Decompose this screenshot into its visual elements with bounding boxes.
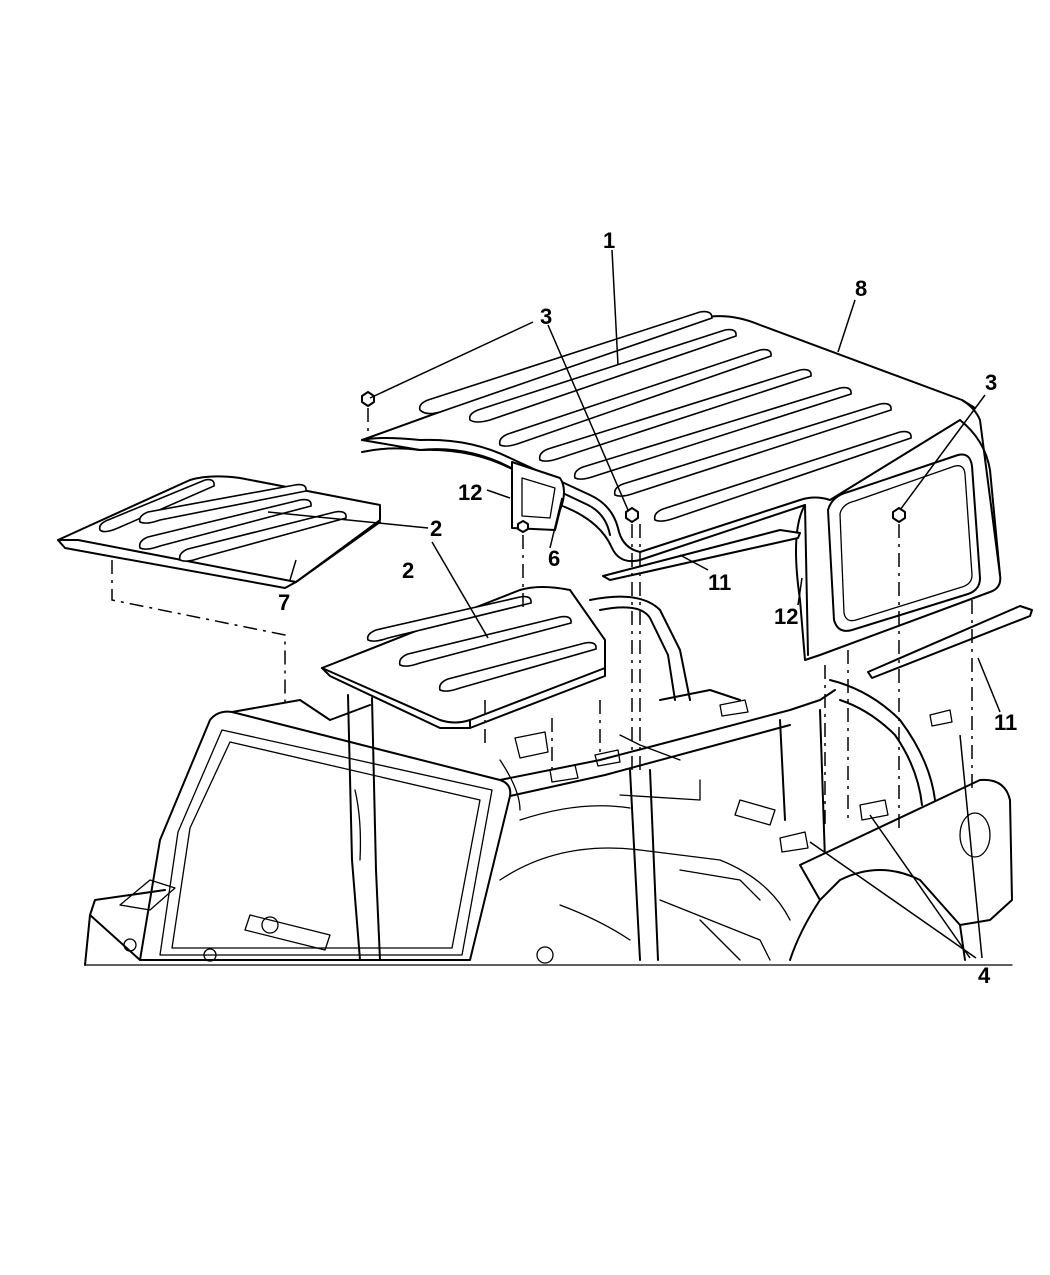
roof-panel-loose (57, 475, 381, 589)
callout-2-lower: 2 (402, 558, 414, 583)
callout-4: 4 (978, 963, 991, 988)
bolts (361, 391, 906, 533)
callout-11-upper: 11 (708, 570, 731, 595)
alignment-lines (111, 408, 973, 830)
callout-7: 7 (278, 590, 290, 615)
callout-12-left: 12 (458, 480, 482, 505)
callout-1: 1 (603, 228, 615, 253)
hardtop-assembly (361, 310, 1002, 661)
roof-panel-installed (321, 586, 606, 729)
callout-11-lower: 11 (994, 710, 1017, 735)
callout-3-left: 3 (540, 304, 552, 329)
weatherstrips (602, 529, 1033, 679)
callouts: 1 3 8 3 2 12 6 7 11 12 11 4 2 (278, 228, 1017, 988)
callout-2-upper: 2 (430, 516, 442, 541)
callout-6: 6 (548, 546, 560, 571)
leader-lines (267, 249, 1001, 959)
callout-8: 8 (855, 276, 867, 301)
callout-3-right: 3 (985, 370, 997, 395)
callout-12-right: 12 (774, 604, 798, 629)
roof-ribs (418, 310, 912, 522)
vehicle-body (84, 595, 1013, 966)
